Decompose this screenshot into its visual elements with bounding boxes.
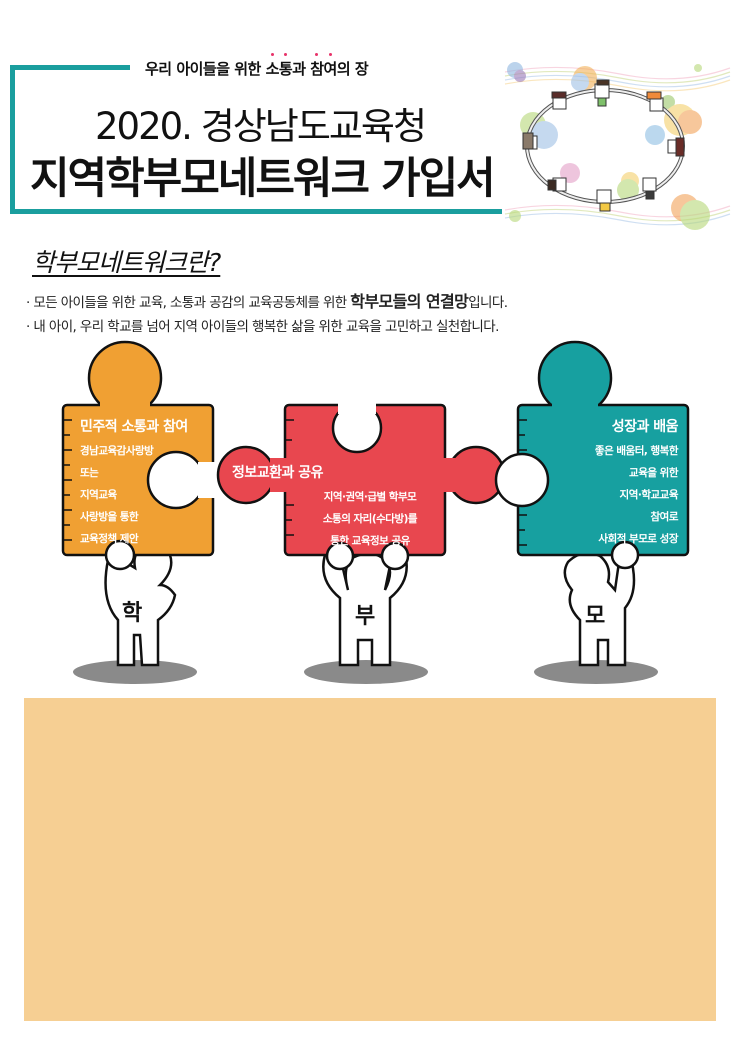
piece-line: 또는 [80, 467, 99, 479]
header-bracket-top [10, 65, 130, 70]
info-panel [24, 698, 716, 1021]
tagline: 우리 아이들을 위한 소통과 참여의 장 [145, 53, 369, 79]
piece-title: 민주적 소통과 참여 [80, 419, 188, 435]
tagline-text: 의 장 [336, 60, 369, 78]
puzzle-illustration [61, 340, 690, 684]
section-heading: 학부모네트워크란? [32, 248, 221, 277]
piece-line: 사랑방을 통한 [80, 511, 139, 523]
shadow-icon [73, 660, 197, 684]
tagline-emphasis: 통 [278, 53, 293, 78]
intro-bullet: · 내 아이, 우리 학교를 넘어 지역 아이들의 행복한 삶을 위한 교육을 … [26, 315, 499, 335]
piece-title: 성장과 배움 [611, 419, 679, 435]
piece-line: 좋은 배움터, 행복한 [594, 445, 679, 457]
figure-letter: 부 [355, 604, 376, 629]
puzzle-piece-teal [494, 340, 690, 557]
tagline-emphasis: 여 [323, 53, 337, 78]
puzzle-text-teal: 성장과 배움 좋은 배움터, 행복한 교육을 위한 지역·학교교육 참여로 사회… [560, 416, 679, 550]
page-title-main: 지역학부모네트워크 가입서 [30, 154, 496, 204]
piece-line: 지역·학교교육 [619, 489, 679, 501]
puzzle-text-red: 지역·권역·급별 학부모 소통의 자리(수다방)를 통한 교육정보 공유 [300, 486, 440, 552]
piece-line: 교육정책 제안 [80, 533, 139, 545]
figure-letter: 학 [122, 601, 143, 626]
tagline-text: 과 [292, 60, 311, 78]
bullet-emphasis: 학부모들의 연결망 [350, 292, 469, 311]
tagline-text: 우리 아이들을 위한 [145, 60, 266, 78]
bullet-text: · 내 아이, 우리 학교를 넘어 지역 아이들의 행복한 삶을 위한 교육을 … [26, 319, 499, 335]
piece-title: 정보교환과 공유 [232, 465, 324, 481]
bullet-text: 입니다. [468, 295, 508, 311]
header-bracket-left [10, 65, 15, 214]
bullet-text: · 모든 아이들을 위한 교육, 소통과 공감의 교육공동체를 위한 [26, 295, 351, 311]
people-circle-illustration [504, 62, 731, 230]
piece-line: 소통의 자리(수다방)를 [322, 513, 418, 525]
tagline-emphasis: 소 [265, 53, 279, 78]
piece-line: 사회적 부모로 성장 [598, 533, 678, 545]
piece-line: 지역·권역·급별 학부모 [323, 491, 417, 503]
piece-line: 교육을 위한 [629, 467, 678, 479]
piece-line: 통한 교육정보 공유 [330, 535, 410, 547]
puzzle-piece-orange [61, 340, 218, 557]
puzzle-text-orange: 민주적 소통과 참여 경남교육감사랑방 또는 지역교육 사랑방을 통한 교육정책… [80, 416, 188, 550]
intro-bullet: · 모든 아이들을 위한 교육, 소통과 공감의 교육공동체를 위한 학부모들의… [26, 288, 508, 312]
tagline-emphasis: 참 [310, 53, 324, 78]
header-bracket-bottom [10, 209, 502, 214]
piece-line: 지역교육 [80, 489, 117, 501]
piece-line: 경남교육감사랑방 [80, 445, 154, 457]
puzzle-piece-red [216, 398, 506, 557]
shadow-icon [304, 660, 428, 684]
figure-icon [104, 542, 636, 667]
shadow-icon [534, 660, 658, 684]
piece-line: 참여로 [650, 511, 679, 523]
page-title-year-org: 2020. 경상남도교육청 [95, 105, 427, 148]
figure-letter: 모 [585, 604, 606, 629]
